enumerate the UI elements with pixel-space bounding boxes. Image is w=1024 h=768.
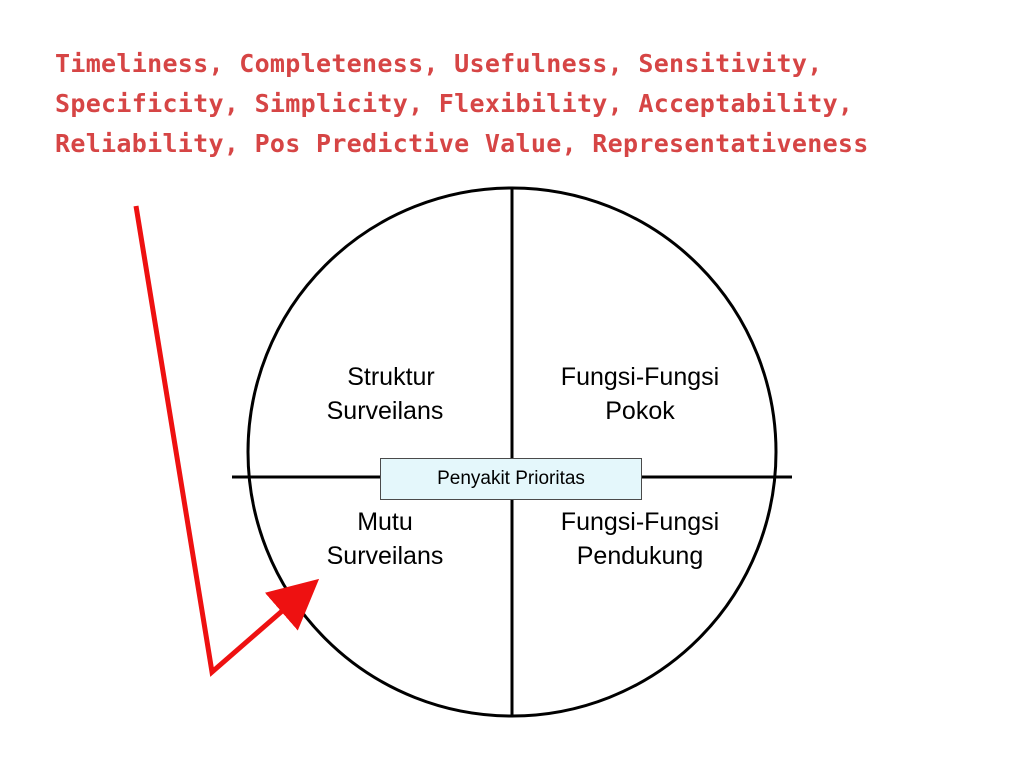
quadrant-mutu-surveilans: Mutu Surveilans — [300, 505, 470, 573]
title-line-2: Specificity, Simplicity, Flexibility, Ac… — [55, 89, 854, 118]
quadrant-fungsi-pendukung: Fungsi-Fungsi Pendukung — [530, 505, 750, 573]
quadrant-struktur-surveilans: Struktur Surveilans — [300, 360, 470, 428]
quadrant-label-line-2: Surveilans — [326, 397, 444, 425]
title-line-3: Reliability, Pos Predictive Value, Repre… — [55, 129, 869, 158]
quadrant-label-line-2: Pokok — [605, 397, 675, 425]
quadrant-fungsi-pokok: Fungsi-Fungsi Pokok — [530, 360, 750, 428]
quadrant-label-line-1: Struktur — [347, 363, 435, 391]
penyakit-prioritas-box: Penyakit Prioritas — [380, 458, 642, 500]
quadrant-label-line-1: Fungsi-Fungsi — [560, 363, 720, 391]
quadrant-label-line-1: Fungsi-Fungsi — [560, 508, 720, 536]
attributes-title: Timeliness, Completeness, Usefulness, Se… — [55, 44, 995, 164]
quality-arrow — [133, 205, 320, 677]
quadrant-label-line-2: Pendukung — [576, 542, 704, 570]
quadrant-label-line-1: Mutu — [357, 508, 413, 536]
quadrant-label-line-2: Surveilans — [326, 542, 444, 570]
title-line-1: Timeliness, Completeness, Usefulness, Se… — [55, 49, 823, 78]
